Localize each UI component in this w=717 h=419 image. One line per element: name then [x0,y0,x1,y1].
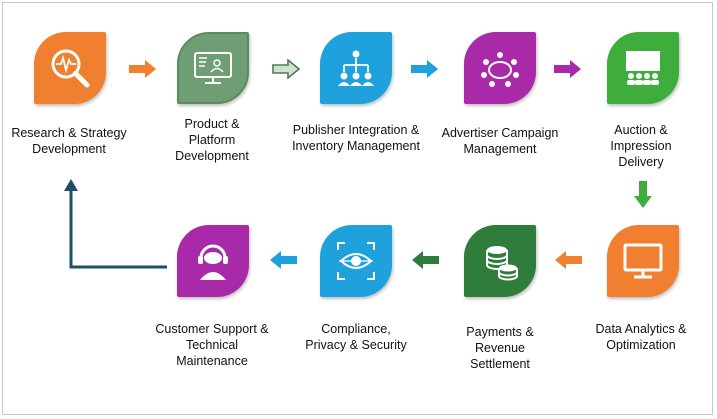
step-support-label: Customer Support & Technical Maintenance [155,322,269,368]
hierarchy-icon [338,50,374,86]
step-research-tile [34,32,106,104]
step-product-tile [177,32,249,104]
step-analytics-tile [607,225,679,297]
arrow-payments-to-compliance [412,251,439,269]
coins-icon [486,246,518,281]
arrow-compliance-to-support [270,251,297,269]
meeting-table-icon [481,52,519,87]
arrow-support-to-research [64,179,167,269]
step-auction-label: Auction & Impression Delivery [610,123,672,169]
step-compliance-label: Compliance, Privacy & Security [305,322,407,352]
arrow-publisher-to-advertiser [411,60,438,78]
headset-user-icon [198,244,228,280]
eye-scan-icon [337,242,375,280]
diagram-frame: Research & Strategy Development Product … [2,2,713,415]
magnifier-pulse-icon [51,49,90,88]
step-payments-label: Payments & Revenue Settlement [466,325,534,371]
arrow-analytics-to-payments [555,251,582,269]
arrow-research-to-product [129,60,156,78]
step-auction-tile [607,32,679,104]
arrow-advertiser-to-auction [554,60,581,78]
step-compliance-tile [320,225,392,297]
step-payments-tile [464,225,536,297]
step-advertiser-tile [464,32,536,104]
monitor-user-icon [194,52,232,84]
step-product-label: Product & Platform Development [175,117,249,163]
step-advertiser-label: Advertiser Campaign Management [441,126,559,156]
step-analytics-label: Data Analytics & Optimization [595,322,687,352]
step-publisher-label: Publisher Integration & Inventory Manage… [292,123,420,153]
step-support-tile [177,225,249,297]
step-research-label: Research & Strategy Development [11,126,127,156]
monitor-icon [623,243,663,279]
step-publisher-tile [320,32,392,104]
arrow-auction-to-analytics [634,181,652,208]
arrow-product-to-publisher [272,59,300,79]
presentation-audience-icon [626,51,660,85]
